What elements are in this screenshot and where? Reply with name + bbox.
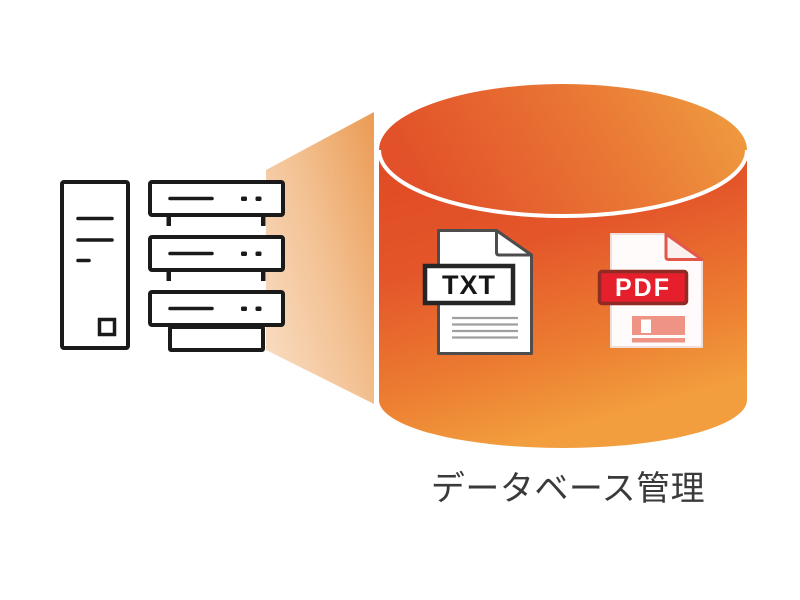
pdf-preview-block [632, 316, 685, 335]
server-foot [261, 270, 266, 281]
database-rim-highlight [377, 149, 749, 218]
pdf-page-fold [664, 232, 704, 261]
server-led [255, 196, 262, 201]
pdf-label-box [597, 269, 689, 306]
caption-text: データベース管理 [430, 470, 706, 508]
server-foot [261, 215, 266, 226]
server-led [255, 306, 262, 311]
server-chassis [148, 180, 285, 217]
server-led [241, 306, 247, 311]
txt-text-lines [452, 316, 518, 339]
pdf-file-label: PDF [615, 274, 671, 302]
server-foot [166, 270, 171, 281]
server-chassis [148, 290, 285, 327]
txt-label-box [422, 263, 516, 306]
server-foot [166, 215, 171, 226]
txt-file-icon: TXT [422, 229, 533, 355]
txt-file-label: TXT [442, 270, 496, 300]
tower-power-button [97, 317, 117, 337]
server-led [241, 251, 247, 256]
data-flow-funnel [266, 112, 374, 404]
server-led [241, 196, 247, 201]
server-unit-1 [148, 180, 285, 226]
database-cylinder-body [379, 150, 747, 448]
database-cylinder-top [379, 84, 747, 216]
server-chassis [148, 235, 285, 272]
txt-page-fold [495, 229, 533, 257]
server-base [168, 325, 265, 352]
pdf-file-icon: PDF [597, 232, 704, 348]
desktop-tower-server-icon [60, 180, 130, 350]
pdf-preview-mark [641, 319, 651, 333]
server-unit-3 [148, 290, 285, 352]
tower-body [60, 180, 130, 350]
database-cylinder-icon [377, 84, 749, 448]
server-unit-2 [148, 235, 285, 281]
server-rack-stack-icon [148, 180, 285, 352]
server-led [255, 251, 262, 256]
pdf-preview-line [632, 338, 685, 343]
